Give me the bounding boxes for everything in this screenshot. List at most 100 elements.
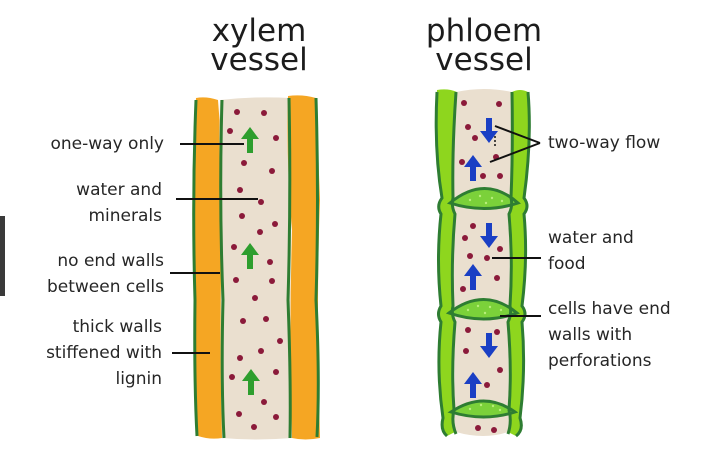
perforation-speckles	[466, 194, 504, 412]
phloem-sieve-plate-2	[445, 298, 520, 321]
phloem-dot	[497, 173, 503, 179]
phloem-dot	[462, 235, 468, 241]
phloem-dot	[494, 329, 500, 335]
phloem-title-line-2: vessel	[435, 42, 533, 78]
xylem-dot	[267, 259, 273, 265]
phloem-dot	[461, 100, 467, 106]
xylem-dot	[229, 374, 235, 380]
phloem-dot	[467, 253, 473, 259]
phloem-up-arrow-icon	[464, 264, 482, 290]
label-thick-walls-line-2: stiffened with	[46, 343, 162, 363]
xylem-dot	[236, 411, 242, 417]
phloem-down-arrow-icon	[480, 333, 498, 358]
label-one-way-only: one-way only	[50, 131, 164, 157]
phloem-dot	[496, 101, 502, 107]
phloem-dot	[472, 135, 478, 141]
phloem-dot	[497, 246, 503, 252]
phloem-down-arrow-icon	[480, 223, 498, 248]
phloem-dot	[465, 327, 471, 333]
xylem-dot	[272, 221, 278, 227]
xylem-wall-line-2	[219, 99, 226, 439]
label-water-and-food: water and food	[548, 225, 634, 277]
phloem-dot	[470, 223, 476, 229]
xylem-dot	[261, 399, 267, 405]
xylem-dot	[234, 109, 240, 115]
phloem-sieve-plate-3	[447, 399, 519, 419]
label-end-walls-line-3: perforations	[548, 351, 652, 371]
xylem-dot	[263, 316, 269, 322]
xylem-up-arrow-icon	[241, 243, 259, 269]
label-water-minerals-line-1: water and	[76, 180, 162, 200]
leader-two-way-b	[489, 142, 541, 163]
label-no-end-walls-line-1: no end walls	[57, 251, 164, 271]
phloem-sieve-plate-1	[446, 187, 521, 210]
phloem-vessel	[434, 89, 531, 438]
leader-lines	[170, 125, 541, 354]
xylem-dot	[227, 128, 233, 134]
xylem-dot	[240, 318, 246, 324]
xylem-title-line-2: vessel	[210, 42, 308, 78]
phloem-title-line-1: phloem	[425, 13, 543, 49]
xylem-dot	[277, 338, 283, 344]
phloem-dot	[480, 173, 486, 179]
phloem-dot	[491, 427, 497, 433]
xylem-dot	[273, 135, 279, 141]
phloem-dot	[463, 348, 469, 354]
xylem-wall-line-3	[286, 97, 292, 439]
xylem-dot	[237, 355, 243, 361]
xylem-dot	[231, 244, 237, 250]
xylem-dot	[258, 348, 264, 354]
label-two-way-flow: two-way flow	[548, 130, 660, 156]
phloem-up-arrow-icon	[464, 372, 482, 398]
label-two-way-line-1: two-way flow	[548, 133, 661, 153]
label-no-end-walls-line-2: between cells	[46, 277, 164, 297]
xylem-dot	[241, 160, 247, 166]
label-end-walls-line-1: cells have end	[548, 299, 671, 319]
label-thick-walls-line-3: lignin	[115, 369, 162, 389]
xylem-dot	[273, 414, 279, 420]
xylem-dot	[239, 213, 245, 219]
xylem-title-line-1: xylem	[211, 13, 307, 49]
label-end-walls-line-2: walls with	[548, 325, 633, 345]
xylem-up-arrow-icon	[242, 369, 260, 395]
xylem-dot	[251, 424, 257, 430]
phloem-dot	[497, 367, 503, 373]
phloem-wall-line-4	[515, 91, 531, 438]
label-thick-walls-line-1: thick walls	[72, 317, 162, 337]
xylem-left-lignin-wall	[192, 97, 224, 439]
xylem-dot	[269, 168, 275, 174]
xylem-up-arrow-icon	[241, 127, 259, 153]
label-cells-have-end-walls: cells have end walls with perforations	[548, 296, 671, 374]
xylem-title: xylem vessel	[196, 13, 322, 78]
leader-two-way-a	[494, 125, 541, 144]
phloem-lumen	[452, 89, 512, 436]
xylem-dot	[237, 187, 243, 193]
phloem-dot	[459, 159, 465, 165]
xylem-dot	[257, 229, 263, 235]
phloem-wall-line-2	[450, 91, 458, 435]
phloem-dot	[475, 425, 481, 431]
label-water-minerals-line-2: minerals	[88, 206, 162, 226]
phloem-wall-line-1	[434, 91, 449, 438]
xylem-dot	[252, 295, 258, 301]
phloem-dot	[460, 286, 466, 292]
phloem-up-arrow-icon	[464, 155, 482, 181]
phloem-title: phloem vessel	[416, 13, 552, 78]
phloem-down-arrow-icon	[480, 118, 498, 143]
label-thick-walls: thick walls stiffened with lignin	[46, 314, 162, 392]
xylem-wall-line-4	[314, 97, 320, 438]
xylem-right-lignin-wall	[287, 95, 320, 440]
xylem-vessel	[192, 95, 320, 440]
xylem-lumen	[219, 97, 292, 440]
xylem-wall-line-1	[192, 99, 199, 437]
phloem-dot	[494, 275, 500, 281]
xylem-dot	[273, 369, 279, 375]
label-water-food-line-2: food	[548, 254, 586, 274]
label-water-and-minerals: water and minerals	[76, 177, 162, 229]
label-water-food-line-1: water and	[548, 228, 634, 248]
xylem-dot	[269, 278, 275, 284]
label-one-way-line-1: one-way only	[50, 134, 164, 154]
phloem-dot	[484, 382, 490, 388]
